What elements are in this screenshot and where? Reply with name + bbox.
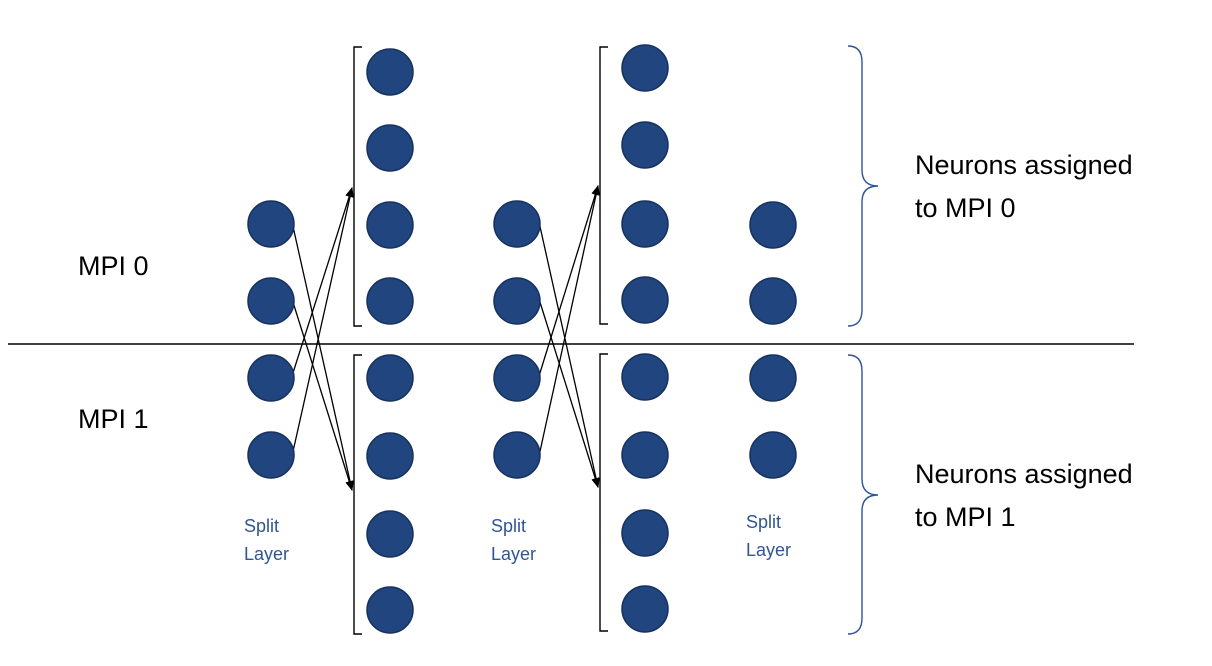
connection-line <box>538 185 600 457</box>
layer-2-full <box>366 48 414 634</box>
neuron <box>493 277 541 325</box>
neuron <box>621 353 669 401</box>
neuron <box>247 200 295 248</box>
connection-line <box>291 187 354 377</box>
neuron <box>621 44 669 92</box>
neuron <box>749 201 797 249</box>
mpi-1-label: MPI 1 <box>78 404 149 434</box>
layer-3-split <box>493 200 541 479</box>
mpi-0-label: MPI 0 <box>78 251 149 281</box>
neuron <box>366 432 414 480</box>
connection-line <box>538 298 600 488</box>
layer-1-split <box>247 200 295 479</box>
neuron <box>366 277 414 325</box>
connection-line <box>291 221 354 491</box>
assigned-to-mpi-1-label: Neurons assigned to MPI 1 <box>915 459 1140 532</box>
neuron <box>366 354 414 402</box>
layer-4-mpi-1-bracket <box>599 353 608 632</box>
neuron <box>493 354 541 402</box>
neuron <box>621 121 669 169</box>
mpi-0-assignment-brace <box>847 45 879 327</box>
neuron <box>621 431 669 479</box>
split-layer-3-label: Split Layer <box>491 516 536 564</box>
layer-5-split <box>749 201 797 479</box>
neuron <box>247 354 295 402</box>
layer-2-mpi-0-bracket <box>353 46 362 327</box>
neuron <box>366 586 414 634</box>
neuron <box>621 509 669 557</box>
neuron <box>621 276 669 324</box>
split-layer-1-label: Split Layer <box>244 516 289 564</box>
neuron <box>366 201 414 249</box>
neuron <box>247 431 295 479</box>
neuron <box>493 431 541 479</box>
neuron <box>366 510 414 558</box>
neuron <box>749 354 797 402</box>
connection-line <box>291 298 354 491</box>
assigned-to-mpi-0-label: Neurons assigned to MPI 0 <box>915 150 1140 223</box>
neuron <box>621 200 669 248</box>
mpi-1-assignment-brace <box>847 354 879 635</box>
neuron <box>366 124 414 172</box>
connection-line <box>538 185 600 377</box>
neuron <box>247 277 295 325</box>
connection-line <box>291 187 354 457</box>
layer-4-full <box>621 44 669 633</box>
connection-line <box>538 221 600 488</box>
layer-4-mpi-0-bracket <box>599 46 608 325</box>
neuron <box>749 431 797 479</box>
neuron <box>493 200 541 248</box>
neuron <box>621 585 669 633</box>
layer-2-mpi-1-bracket <box>353 354 362 635</box>
neuron <box>366 48 414 96</box>
neuron <box>749 277 797 325</box>
split-layer-5-label: Split Layer <box>746 512 791 560</box>
